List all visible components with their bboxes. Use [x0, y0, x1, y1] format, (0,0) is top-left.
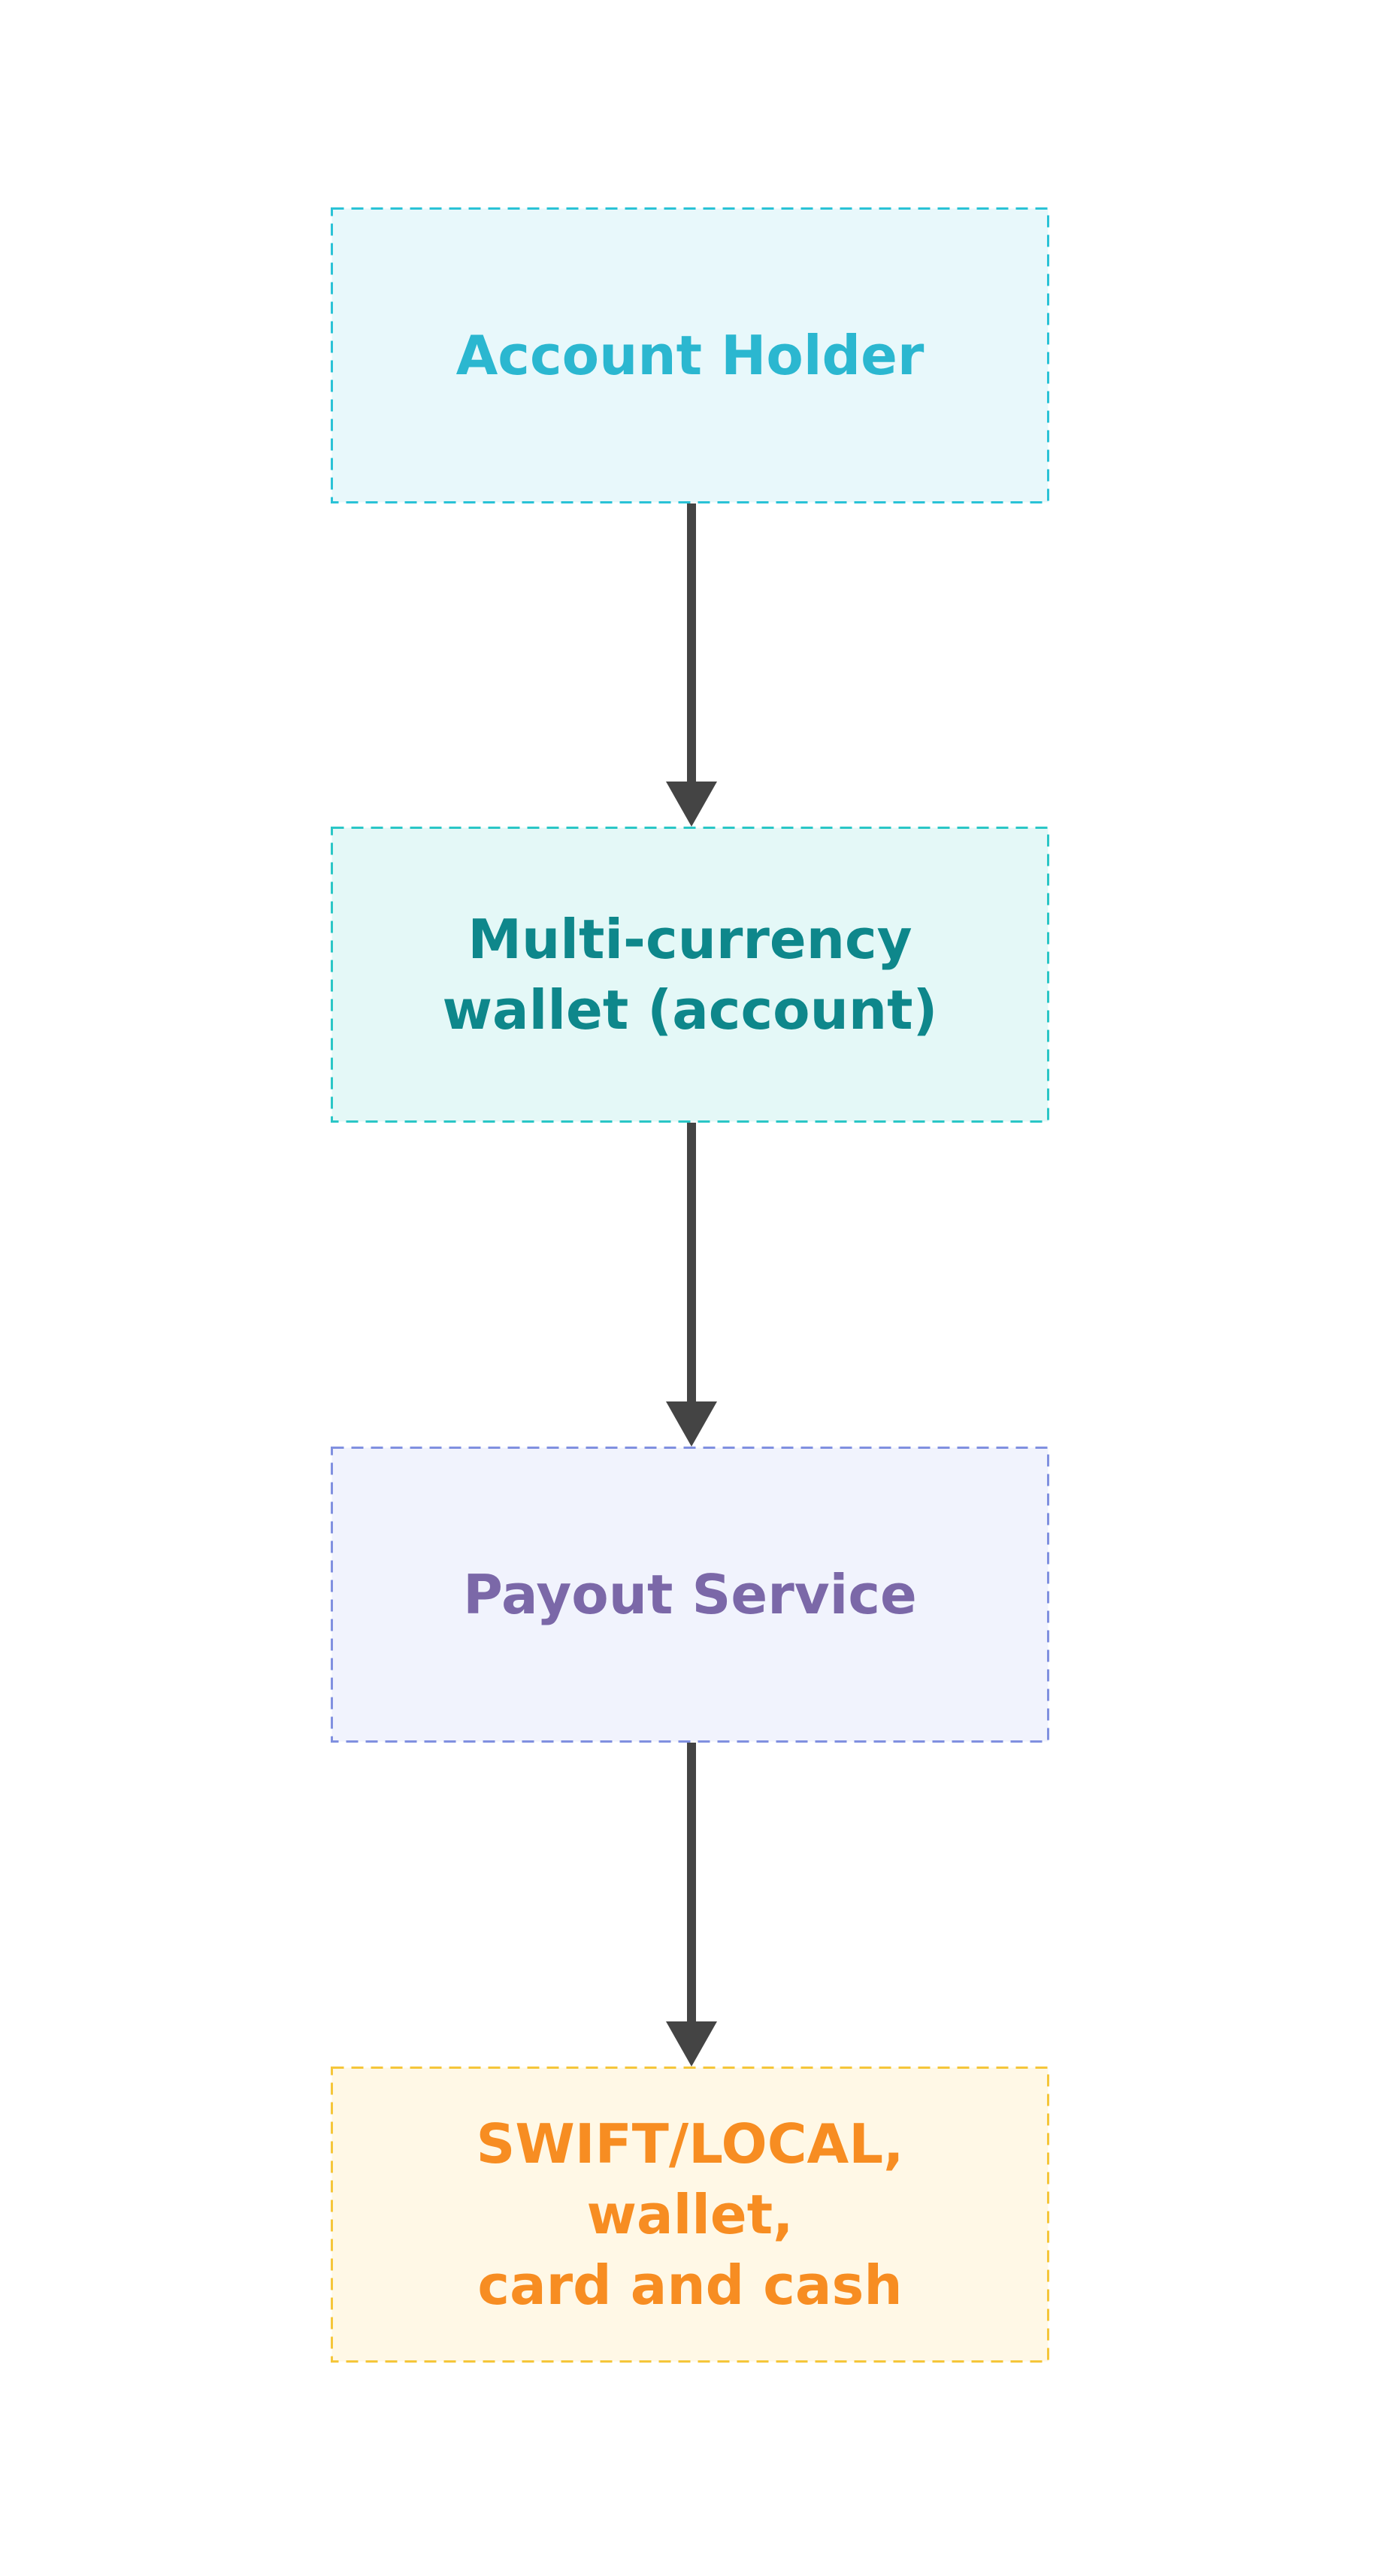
- node-payout-service: Payout Service: [331, 1447, 1049, 1743]
- node-border: [331, 207, 1049, 503]
- arrowhead-icon: [666, 782, 717, 827]
- node-multi-currency-wallet: Multi-currency wallet (account): [331, 827, 1049, 1123]
- node-border: [331, 827, 1049, 1123]
- node-label: SWIFT/LOCAL, wallet, card and cash: [476, 2112, 904, 2317]
- node-label: Account Holder: [455, 324, 925, 387]
- node-border: [331, 1447, 1049, 1743]
- arrow-wallet-to-payout-service: [666, 1123, 717, 1447]
- node-border: [331, 2067, 1049, 2363]
- node-payout-methods: SWIFT/LOCAL, wallet, card and cash: [331, 2067, 1049, 2363]
- node-account-holder: Account Holder: [331, 207, 1049, 503]
- node-label: Payout Service: [463, 1563, 917, 1626]
- node-label: Multi-currency wallet (account): [442, 908, 938, 1042]
- arrowhead-icon: [666, 2021, 717, 2067]
- arrow-payout-service-to-methods: [666, 1743, 717, 2067]
- arrow-account-holder-to-wallet: [666, 503, 717, 827]
- arrowhead-icon: [666, 1401, 717, 1447]
